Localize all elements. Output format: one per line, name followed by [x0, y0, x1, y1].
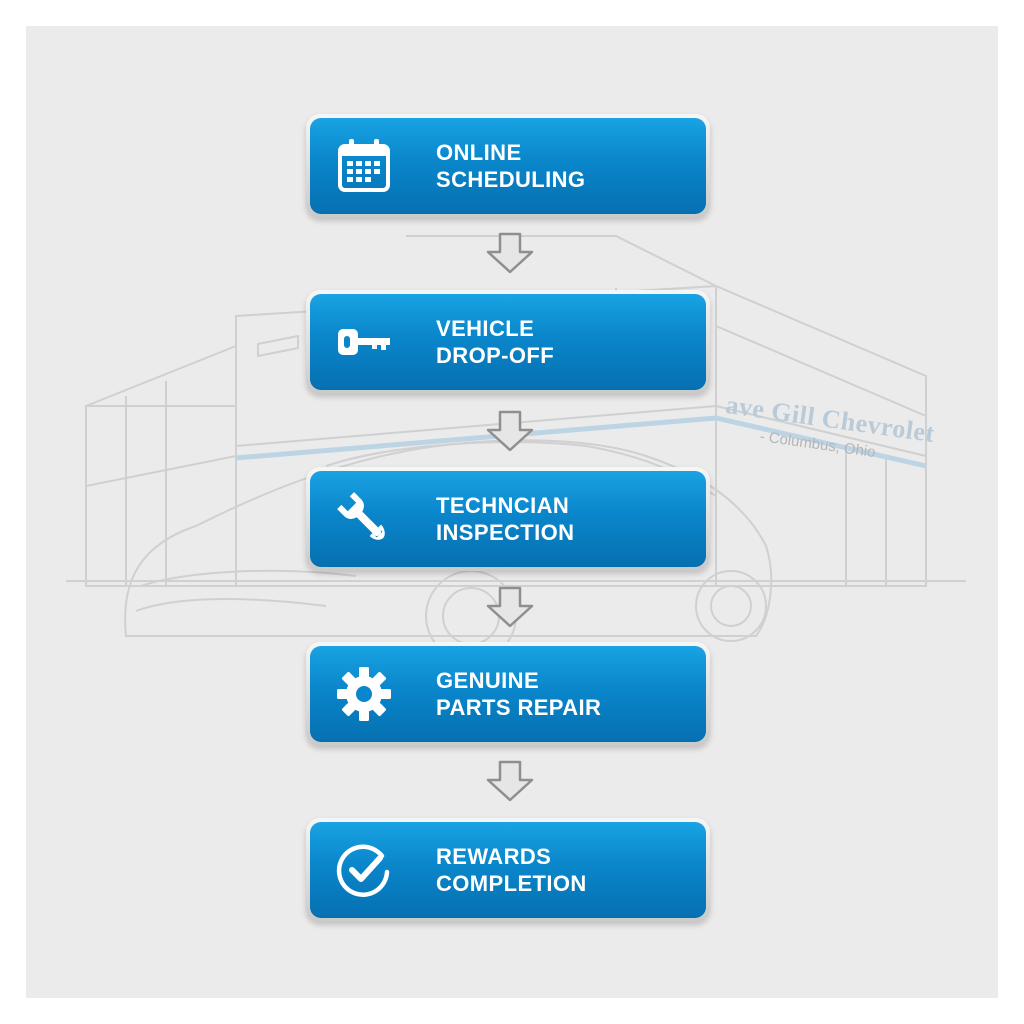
- step-vehicle-drop-off: VEHICLE DROP-OFF: [306, 290, 710, 394]
- step-box: VEHICLE DROP-OFF: [310, 294, 706, 390]
- step-label-line2: DROP-OFF: [436, 343, 555, 368]
- step-label-line2: INSPECTION: [436, 520, 575, 545]
- step-label: REWARDS COMPLETION: [436, 843, 587, 897]
- step-rewards-completion: REWARDS COMPLETION: [306, 818, 710, 922]
- step-label-line2: COMPLETION: [436, 871, 587, 896]
- down-arrow-icon: [486, 232, 534, 274]
- step-label: TECHNCIAN INSPECTION: [436, 492, 574, 546]
- dealership-backdrop-illustration: [66, 235, 966, 662]
- gear-icon: [334, 664, 394, 724]
- calendar-icon: [334, 136, 394, 196]
- diagram-canvas: ave Gill Chevrolet - Columbus, Ohio: [26, 26, 998, 998]
- step-label-line1: TECHNCIAN: [436, 493, 570, 518]
- step-label: ONLINE SCHEDULING: [436, 139, 585, 193]
- step-label-line1: ONLINE: [436, 140, 522, 165]
- down-arrow-icon: [486, 586, 534, 628]
- step-technician-inspection: TECHNCIAN INSPECTION: [306, 467, 710, 571]
- step-box: GENUINE PARTS REPAIR: [310, 646, 706, 742]
- down-arrow-icon: [486, 760, 534, 802]
- step-label: GENUINE PARTS REPAIR: [436, 667, 601, 721]
- step-online-scheduling: ONLINE SCHEDULING: [306, 114, 710, 218]
- step-box: TECHNCIAN INSPECTION: [310, 471, 706, 567]
- step-label-line1: REWARDS: [436, 844, 552, 869]
- step-label-line1: VEHICLE: [436, 316, 535, 341]
- step-genuine-parts-repair: GENUINE PARTS REPAIR: [306, 642, 710, 746]
- wrench-icon: [334, 489, 394, 549]
- step-box: ONLINE SCHEDULING: [310, 118, 706, 214]
- step-box: REWARDS COMPLETION: [310, 822, 706, 918]
- step-label: VEHICLE DROP-OFF: [436, 315, 554, 369]
- check-circle-icon: [334, 840, 394, 900]
- step-label-line2: SCHEDULING: [436, 167, 586, 192]
- down-arrow-icon: [486, 410, 534, 452]
- step-label-line2: PARTS REPAIR: [436, 695, 602, 720]
- key-icon: [334, 312, 394, 372]
- step-label-line1: GENUINE: [436, 668, 540, 693]
